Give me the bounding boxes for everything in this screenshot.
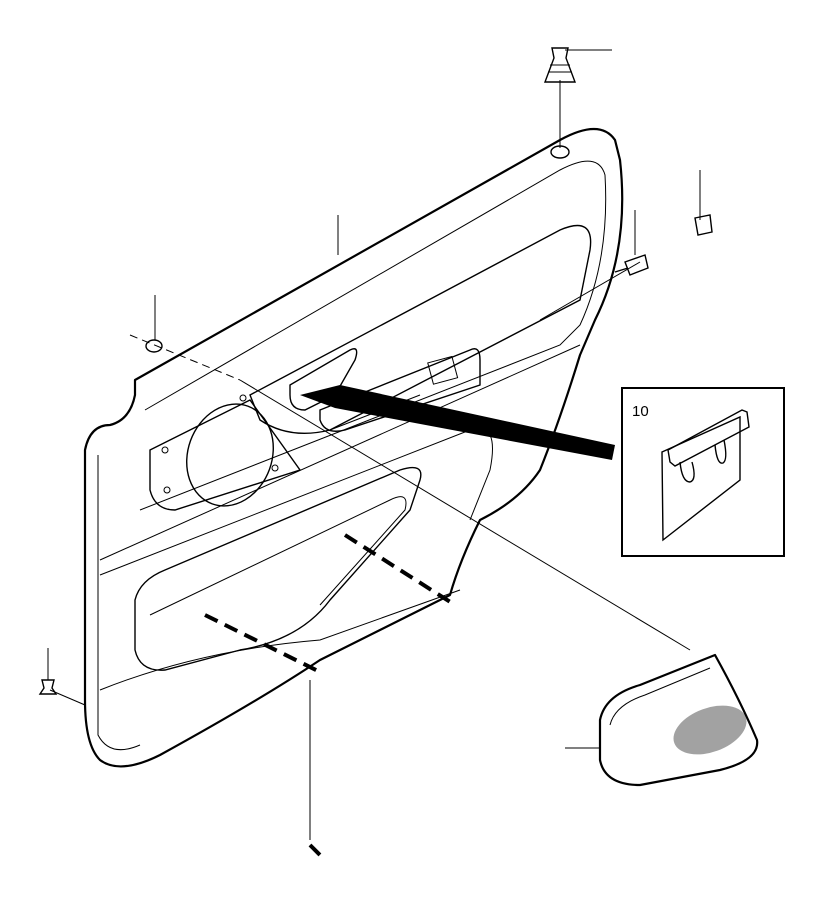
detail-arrow xyxy=(300,385,615,460)
retaining-clip xyxy=(661,409,750,542)
leader-lines xyxy=(47,49,701,862)
screw-bottom-left xyxy=(38,679,58,695)
cap-clip xyxy=(694,214,713,236)
speaker-grille-cover xyxy=(598,653,759,787)
screw-top xyxy=(543,47,577,83)
callout-number-10: 10 xyxy=(632,403,649,420)
clip-left xyxy=(145,339,163,353)
grommet-top xyxy=(550,145,570,159)
screw-right xyxy=(614,254,649,276)
detail-inset: 10 xyxy=(621,387,785,557)
